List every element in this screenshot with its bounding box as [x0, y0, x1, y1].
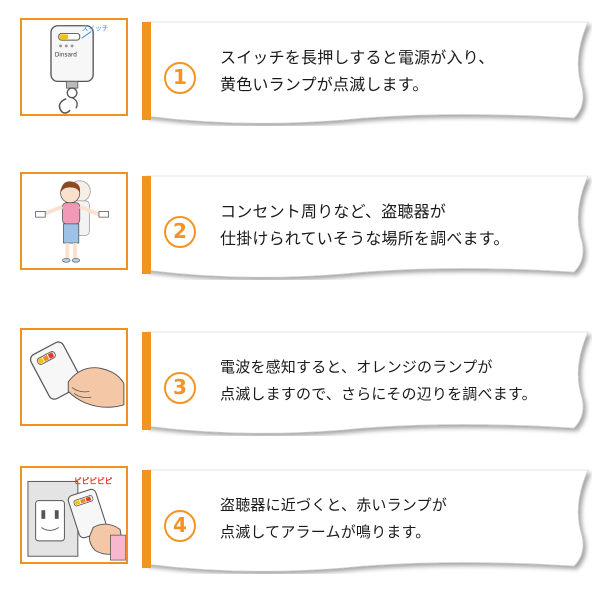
switch-callout-label: スイッチ: [82, 25, 109, 33]
step-number-badge: 3: [164, 372, 196, 404]
step-2-banner: 2 コンセント周りなど、盗聴器が 仕掛けられていそうな場所を調べます。: [142, 172, 592, 280]
device-brand: Dinsard: [55, 52, 77, 58]
step-1-illustration: Dinsard スイッチ: [20, 18, 128, 116]
hand-holding-detector-image: [29, 341, 125, 408]
instruction-line-1: 盗聴器に近づくと、赤いランプが: [220, 496, 447, 514]
step-instruction: スイッチを長押しすると電源が入り、 黄色いランプが点滅します。: [220, 44, 580, 98]
instruction-line-2: 仕掛けられていそうな場所を調べます。: [220, 229, 510, 248]
step-instruction: 電波を感知すると、オレンジのランプが 点滅しますので、さらにその辺りを調べます。: [220, 354, 580, 408]
step-3-banner: 3 電波を感知すると、オレンジのランプが 点滅しますので、さらにその辺りを調べま…: [142, 328, 592, 436]
instruction-line-1: 電波を感知すると、オレンジのランプが: [220, 358, 493, 376]
step-3: 3 電波を感知すると、オレンジのランプが 点滅しますので、さらにその辺りを調べま…: [0, 310, 600, 434]
step-instruction: 盗聴器に近づくと、赤いランプが 点滅してアラームが鳴ります。: [220, 492, 580, 546]
instruction-line-1: コンセント周りなど、盗聴器が: [220, 202, 447, 221]
step-4: ピピピピピ 4 盗聴器に近づくと、赤いランプが 点滅してアラームが鳴ります。: [0, 448, 600, 572]
detector-keychain-image: Dinsard スイッチ: [50, 25, 109, 114]
banner-ribbon: [142, 331, 589, 434]
step-2: 2 コンセント周りなど、盗聴器が 仕掛けられていそうな場所を調べます。: [0, 154, 600, 278]
step-1-banner: 1 スイッチを長押しすると電源が入り、 黄色いランプが点滅します。: [142, 18, 592, 126]
detector-near-outlet-image: ピピピピピ: [27, 475, 126, 561]
step-2-illustration: [20, 172, 128, 270]
instruction-line-1: スイッチを長押しすると電源が入り、: [220, 48, 495, 67]
instruction-line-2: 黄色いランプが点滅します。: [220, 75, 429, 94]
banner-ribbon: [142, 175, 589, 278]
step-number-badge: 4: [164, 510, 196, 542]
step-1: Dinsard スイッチ 1 スイッチを長押しすると電源が入り、 黄色いランプが…: [0, 0, 600, 124]
banner-ribbon: [142, 469, 589, 572]
step-instruction: コンセント周りなど、盗聴器が 仕掛けられていそうな場所を調べます。: [220, 198, 580, 252]
step-4-illustration: ピピピピピ: [20, 466, 128, 564]
step-3-illustration: [20, 328, 128, 426]
instruction-line-2: 点滅しますので、さらにその辺りを調べます。: [220, 385, 537, 403]
step-number-badge: 1: [164, 62, 196, 94]
step-number-badge: 2: [164, 216, 196, 248]
woman-searching-image: [35, 180, 109, 263]
instruction-line-2: 点滅してアラームが鳴ります。: [220, 523, 431, 541]
alarm-sound-text: ピピピピピ: [74, 475, 113, 485]
step-4-banner: 4 盗聴器に近づくと、赤いランプが 点滅してアラームが鳴ります。: [142, 466, 592, 574]
banner-ribbon: [142, 21, 589, 124]
